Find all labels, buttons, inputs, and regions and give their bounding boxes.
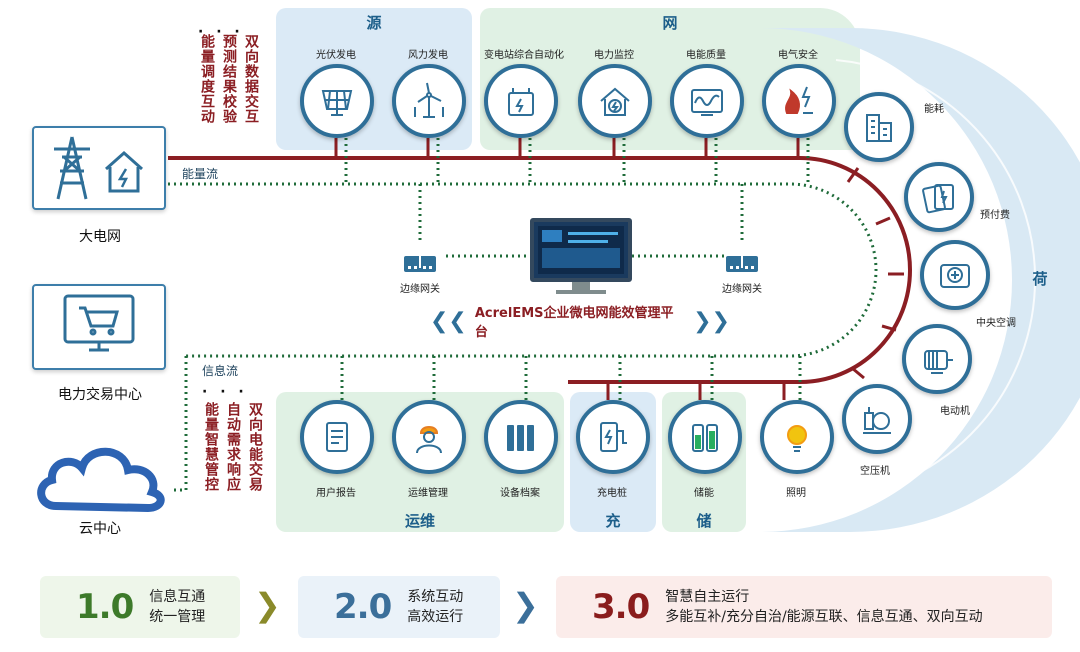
engineer-icon (392, 400, 466, 474)
prepaid-card-icon (904, 162, 974, 232)
platform-monitor (530, 218, 632, 290)
banner-left-chevron: ❮❮ (430, 308, 467, 334)
grid-title: 网 (662, 14, 678, 32)
air-compressor-icon (842, 384, 912, 454)
grid-label: 大电网 (79, 229, 121, 245)
power-tower-icon (54, 136, 143, 200)
motor-icon (902, 324, 972, 394)
gateway-left-icon (404, 242, 436, 272)
step-3: 3.0 智慧自主运行 多能互补/充分自治/能源互联、信息互通、双向互动 (556, 576, 1052, 638)
step-3-number: 3.0 (592, 587, 650, 627)
power-monitor-icon (578, 64, 652, 138)
top-label-4: 电能质量 (686, 50, 726, 61)
gateway-left-label: 边缘网关 (400, 284, 440, 295)
air-conditioner-icon (920, 240, 990, 310)
ops-title: 运维 (404, 512, 435, 530)
grid-box (32, 126, 166, 210)
cloud-icon (37, 447, 165, 513)
top-label-5: 电气安全 (778, 50, 818, 61)
top-label-3: 电力监控 (594, 50, 634, 61)
step-arrow-2: ❯ (512, 586, 539, 624)
platform-base (556, 290, 606, 294)
substation-icon (484, 64, 558, 138)
step-1-line1: 信息互通 (149, 589, 206, 605)
bottom-notes-dots: · · · (202, 384, 248, 400)
step-3-line2: 多能互补/充分自治/能源互联、信息互通、双向互动 (665, 609, 983, 625)
load-label-2: 中央空调 (976, 318, 1016, 329)
cloud-label: 云中心 (79, 521, 121, 537)
load-arc-panel (760, 28, 1080, 532)
step-arrow-1: ❯ (254, 586, 281, 624)
top-label-1: 风力发电 (408, 50, 448, 61)
top-label-0: 光伏发电 (316, 50, 356, 61)
trade-box (32, 284, 166, 370)
load-label-4: 空压机 (860, 466, 890, 477)
trade-label: 电力交易中心 (58, 387, 142, 403)
platform-title: AcrelEMS企业微电网能效管理平台 (474, 306, 674, 340)
step-2-line1: 系统互动 (407, 589, 464, 605)
platform-banner: ❮❮ AcrelEMS企业微电网能效管理平台 ❯❯ (430, 306, 730, 340)
top-notes-dots: · · · (198, 24, 244, 40)
solar-panel-icon (300, 64, 374, 138)
shopping-screen-icon (63, 294, 135, 352)
step-2-number: 2.0 (334, 587, 392, 627)
bottom-label-2: 设备档案 (500, 488, 540, 499)
load-label-0: 能耗 (924, 104, 944, 115)
top-notes: 双向数据交互 预测结果校验 能量调度互动 (199, 34, 259, 124)
battery-icon (668, 400, 742, 474)
building-icon (844, 92, 914, 162)
charge-title: 充 (605, 512, 621, 530)
bottom-label-1: 运维管理 (408, 488, 448, 499)
step-1-number: 1.0 (76, 587, 134, 627)
storage-title: 储 (696, 512, 712, 530)
archive-icon (484, 400, 558, 474)
bottom-label-0: 用户报告 (316, 488, 356, 499)
step-2-line2: 高效运行 (407, 609, 464, 625)
step-1-line2: 统一管理 (149, 609, 206, 625)
step-2: 2.0 系统互动 高效运行 (298, 576, 500, 638)
banner-right-chevron: ❯❯ (693, 308, 730, 334)
load-label-1: 预付费 (980, 210, 1010, 221)
gateway-right-icon (726, 242, 758, 272)
bottom-notes: 双向电能交易 自动需求响应 能量智慧管控 (203, 402, 263, 492)
gateway-right-label: 边缘网关 (722, 284, 762, 295)
electrical-safety-icon (762, 64, 836, 138)
bottom-label-4: 储能 (694, 488, 714, 499)
step-1: 1.0 信息互通 统一管理 (40, 576, 240, 638)
light-bulb-icon (760, 400, 834, 474)
step-3-line1: 智慧自主运行 (665, 589, 750, 605)
energy-flow-label: 能量流 (182, 167, 219, 181)
power-quality-icon (670, 64, 744, 138)
load-label-3: 电动机 (940, 406, 970, 417)
source-title: 源 (366, 14, 382, 32)
top-label-2: 变电站综合自动化 (484, 50, 564, 61)
charging-pile-icon (576, 400, 650, 474)
wind-turbine-icon (392, 64, 466, 138)
report-icon (300, 400, 374, 474)
load-title: 荷 (1032, 270, 1048, 288)
bottom-label-5: 照明 (786, 488, 806, 499)
bottom-label-3: 充电桩 (597, 488, 627, 499)
info-flow-label: 信息流 (202, 364, 239, 378)
